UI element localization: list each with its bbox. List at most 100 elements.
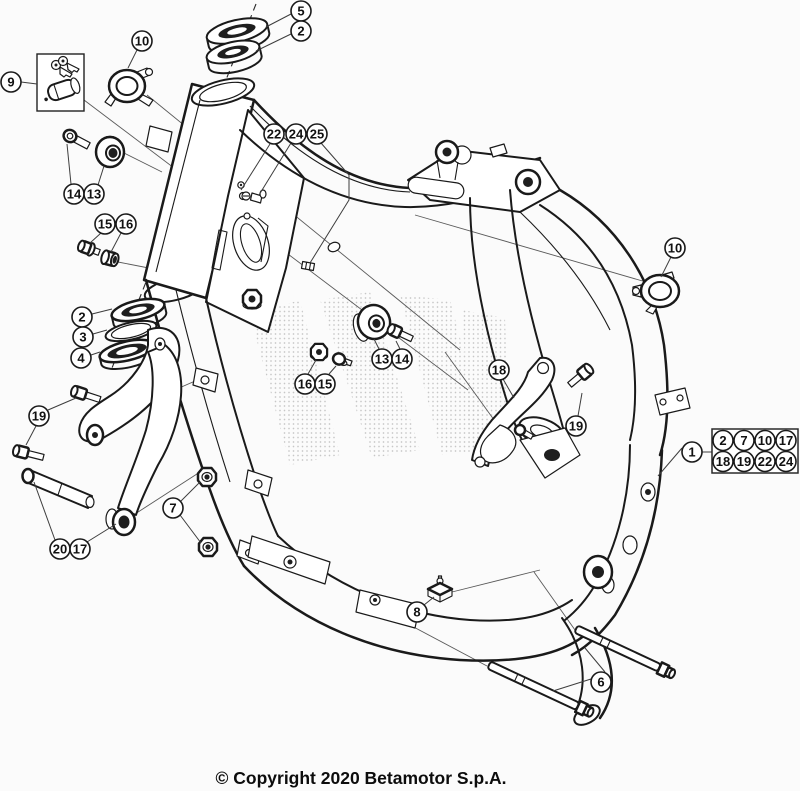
part-3-washer [104,319,158,343]
svg-text:16: 16 [298,377,312,392]
svg-text:13: 13 [375,352,389,367]
part-6-bolt-upper [574,625,677,680]
part-25-clip [300,260,316,272]
callout-15[interactable]: 15 [89,213,116,244]
part-10-clamp-left [104,67,154,107]
legend-callout-18[interactable]: 18 [712,450,734,473]
svg-text:5: 5 [297,4,304,19]
callout-25[interactable]: 25 [306,123,350,264]
svg-text:10: 10 [135,34,149,49]
svg-text:17: 17 [779,433,793,448]
callout-22[interactable]: 22 [240,123,285,191]
svg-text:2: 2 [78,310,85,325]
callout-13[interactable]: 13 [83,165,105,205]
callout-7[interactable]: 7 [162,481,202,544]
svg-text:15: 15 [98,217,112,232]
callout-1[interactable]: 1 [657,441,712,477]
callout-4[interactable]: 4 [70,347,101,369]
callout-24[interactable]: 24 [258,123,307,196]
part-14-bolt-left [62,128,91,150]
svg-text:14: 14 [67,187,82,202]
callout-16[interactable]: 16 [294,359,317,395]
svg-text:14: 14 [395,352,410,367]
hex-bushing [241,288,263,310]
svg-text:24: 24 [289,127,304,142]
callout-10[interactable]: 10 [660,237,686,278]
legend-callout-19[interactable]: 19 [733,450,755,473]
part-14-bolt-center [386,323,414,343]
svg-text:24: 24 [779,454,794,469]
callout-13[interactable]: 13 [371,338,393,370]
part-17-bushing [105,507,137,537]
callout-18[interactable]: 18 [488,359,515,399]
callout-14[interactable]: 14 [391,340,413,370]
legend-callout-17[interactable]: 17 [775,429,797,452]
part-10-clamp-right [631,271,681,315]
part-16-nut-left [100,249,120,268]
part-16-nut-center [309,342,329,362]
callout-2[interactable]: 2 [71,306,113,328]
svg-text:10: 10 [758,433,772,448]
svg-text:4: 4 [77,351,85,366]
part-13-roller-left [94,135,126,169]
svg-text:15: 15 [318,377,332,392]
svg-text:7: 7 [740,433,747,448]
frame-illustration [11,3,691,726]
callout-14[interactable]: 14 [63,143,85,205]
callout-10[interactable]: 10 [127,30,153,69]
callout-19[interactable]: 19 [25,397,77,446]
part-2-lower-bearing [110,297,168,331]
callout-16[interactable]: 16 [110,213,137,253]
part-7-nut-lower [197,536,219,558]
svg-text:9: 9 [7,75,14,90]
svg-text:19: 19 [32,409,46,424]
svg-text:17: 17 [73,542,87,557]
svg-text:13: 13 [87,187,101,202]
part-2-upper-bearing [205,39,263,75]
legend-callout-2[interactable]: 2 [712,429,734,452]
part-15-bolt-left [76,239,101,257]
rear-crossmember [407,139,561,213]
legend-callout-24[interactable]: 24 [775,450,797,473]
callout-3[interactable]: 3 [72,326,108,348]
svg-text:8: 8 [413,605,420,620]
rear-frame-tube [519,188,669,457]
part-15-screw-center [331,352,353,367]
part-9-lock-kit [36,53,85,112]
svg-text:16: 16 [119,217,133,232]
svg-text:3: 3 [79,330,86,345]
svg-text:7: 7 [169,501,176,516]
callout-17[interactable]: 17 [69,523,117,560]
part-19-bolt-top [69,384,102,403]
legend-callout-7[interactable]: 7 [733,429,755,452]
cable-guide [327,241,341,253]
svg-text:1: 1 [688,445,695,460]
svg-text:18: 18 [716,454,730,469]
callout-15[interactable]: 15 [314,365,337,395]
legend-callout-22[interactable]: 22 [754,450,776,473]
callout-6[interactable]: 6 [552,647,612,693]
svg-text:6: 6 [597,675,604,690]
svg-text:2: 2 [719,433,726,448]
svg-text:25: 25 [310,127,324,142]
svg-text:2: 2 [297,24,304,39]
part-19-bolt-left [11,444,45,461]
callout-8[interactable]: 8 [406,596,435,623]
svg-text:19: 19 [737,454,751,469]
callout-20[interactable]: 20 [33,481,71,560]
copyright-text: © Copyright 2020 Betamotor S.p.A. [215,768,507,788]
part-8-captive-nut [426,575,454,603]
svg-text:19: 19 [569,419,583,434]
part-6-bolt-lower [487,661,595,718]
callout-19[interactable]: 19 [565,392,587,437]
callout-2[interactable]: 2 [255,20,312,52]
part-20-pin [21,467,95,509]
svg-text:18: 18 [492,363,506,378]
callout-9[interactable]: 9 [0,71,38,93]
part-brackets-left [11,327,183,537]
small-bolt [513,423,534,440]
legend-callout-10[interactable]: 10 [754,429,776,452]
